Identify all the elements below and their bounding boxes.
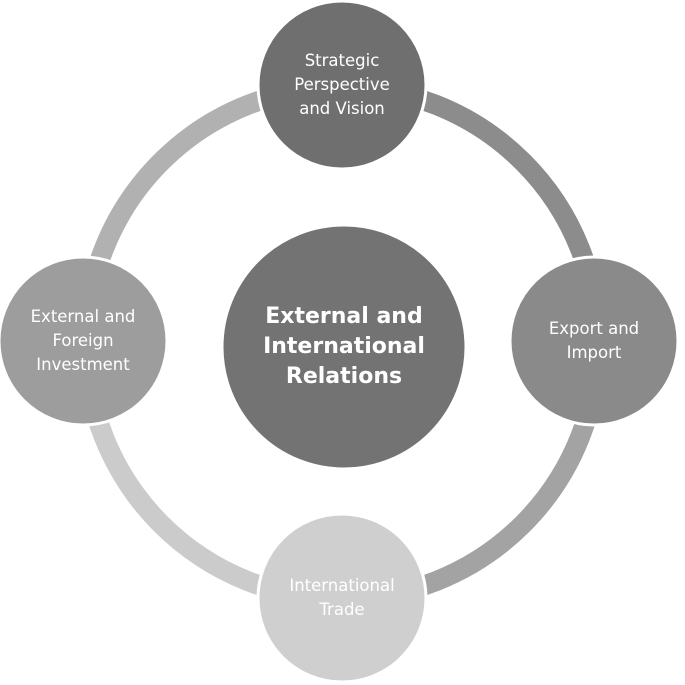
node-circle-bottom: [256, 512, 428, 684]
node-circle-top: [256, 0, 428, 171]
node-circle-left: [0, 255, 169, 427]
center-circle: [220, 223, 468, 471]
node-circle-right: [508, 255, 680, 427]
